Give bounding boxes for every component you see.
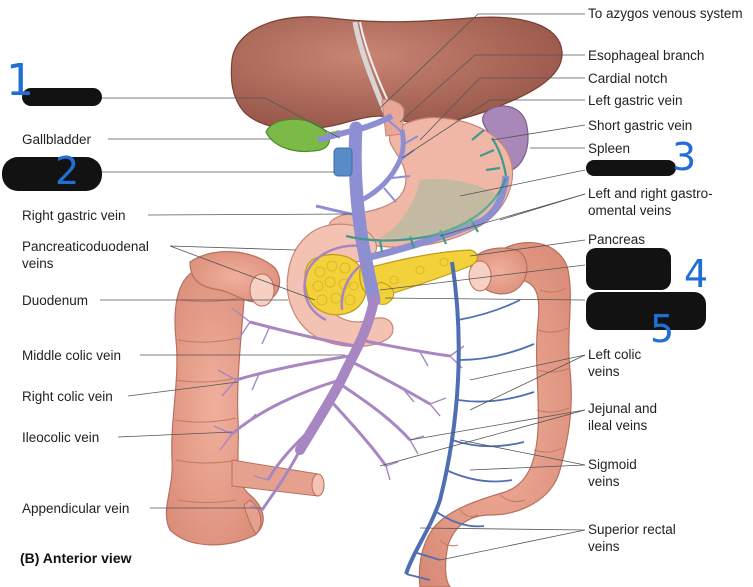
label-left-colic-veins: Left colic veins — [588, 347, 642, 379]
label-gastro-omental-veins: Left and right gastro-omental veins — [588, 186, 713, 218]
label-jejunal-ileal-veins: Jejunal and ileal veins — [588, 401, 658, 433]
descending-colon — [418, 241, 572, 587]
label-duodenum: Duodenum — [22, 293, 89, 308]
label-esophageal-branch: Esophageal branch — [588, 48, 705, 63]
redaction-5 — [586, 292, 706, 330]
annotation-5: 5 — [650, 307, 675, 351]
left-colic-branches — [405, 299, 535, 581]
annotation-3: 3 — [672, 135, 697, 179]
label-gallbladder: Gallbladder — [22, 132, 92, 147]
label-right-gastric-vein: Right gastric vein — [22, 208, 126, 223]
gallbladder — [265, 118, 330, 153]
label-appendicular-vein: Appendicular vein — [22, 501, 130, 516]
label-middle-colic-vein: Middle colic vein — [22, 348, 122, 363]
colon-cut-left — [249, 273, 275, 307]
annotation-2: 2 — [55, 149, 80, 193]
label-sigmoid-veins: Sigmoid veins — [588, 457, 637, 489]
pancreas-texture — [312, 257, 449, 306]
label-short-gastric-vein: Short gastric vein — [588, 118, 693, 133]
label-azygos: To azygos venous system — [588, 6, 743, 21]
redaction-4 — [586, 248, 671, 290]
label-right-colic-vein: Right colic vein — [22, 389, 113, 404]
redaction-3 — [586, 160, 676, 176]
inferior-vena-cava-stub — [333, 147, 353, 177]
gastro-omental-veins — [345, 129, 508, 253]
view-caption: (B) Anterior view — [20, 550, 132, 566]
annotation-4: 4 — [684, 252, 709, 296]
redaction-1 — [22, 88, 102, 106]
colon-cut-right — [468, 260, 492, 292]
label-left-gastric-vein: Left gastric vein — [588, 93, 683, 108]
annotation-1: 1 — [6, 55, 34, 106]
inferior-mesenteric-vein — [404, 261, 461, 575]
portal-vein — [348, 121, 381, 307]
label-spleen: Spleen — [588, 141, 631, 156]
label-pancreas: Pancreas — [588, 232, 646, 247]
mesenteric-branches — [231, 320, 451, 511]
label-ileocolic-vein: Ileocolic vein — [22, 430, 100, 445]
label-cardial-notch: Cardial notch — [588, 71, 668, 86]
label-pancreaticoduodenal-veins: Pancreaticoduodenal veins — [22, 239, 149, 271]
label-superior-rectal-veins: Superior rectal veins — [588, 522, 676, 554]
redaction-2 — [2, 157, 102, 191]
